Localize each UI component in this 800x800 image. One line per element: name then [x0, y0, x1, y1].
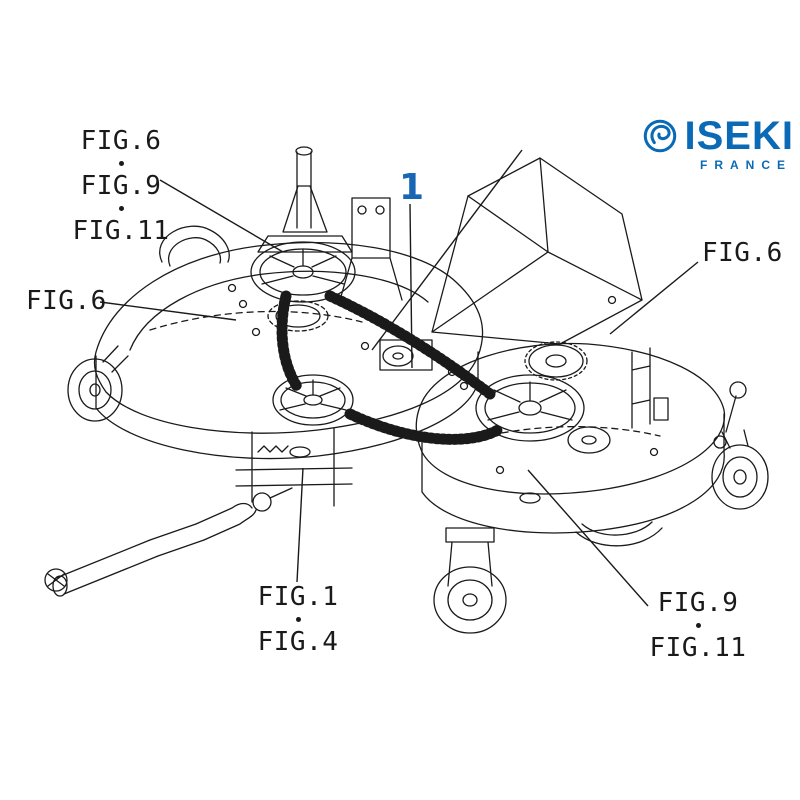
separator-dot	[118, 161, 124, 166]
callout-fig11-top-left: FIG.11	[72, 216, 170, 246]
callout-fig9-top-left: FIG.9	[80, 171, 162, 201]
callout-fig4: FIG.4	[257, 627, 339, 657]
callout-fig6-left: FIG.6	[26, 286, 107, 316]
part-number-1[interactable]: 1	[399, 167, 425, 208]
callout-group-bottom-right: FIG.9 FIG.11	[640, 590, 756, 661]
separator-dot	[695, 623, 701, 628]
logo-country-text: FRANCE	[700, 158, 792, 172]
iseki-swirl-icon	[643, 119, 676, 153]
leader-lines	[99, 149, 699, 607]
callout-fig11-bottom-right: FIG.11	[649, 633, 747, 663]
separator-dot	[118, 206, 124, 211]
callout-group-bottom-center: FIG.1 FIG.4	[248, 584, 348, 655]
logo-brand-text: ISEKI	[684, 114, 794, 158]
callout-group-top-left: FIG.6 FIG.9 FIG.11	[58, 128, 184, 244]
callout-fig1: FIG.1	[257, 582, 339, 612]
callout-fig6-top-left: FIG.6	[80, 126, 162, 156]
iseki-logo: ISEKI FRANCE	[618, 116, 794, 172]
separator-dot	[295, 617, 301, 622]
callout-fig6-right: FIG.6	[702, 238, 783, 268]
callout-fig9-bottom-right: FIG.9	[657, 588, 739, 618]
